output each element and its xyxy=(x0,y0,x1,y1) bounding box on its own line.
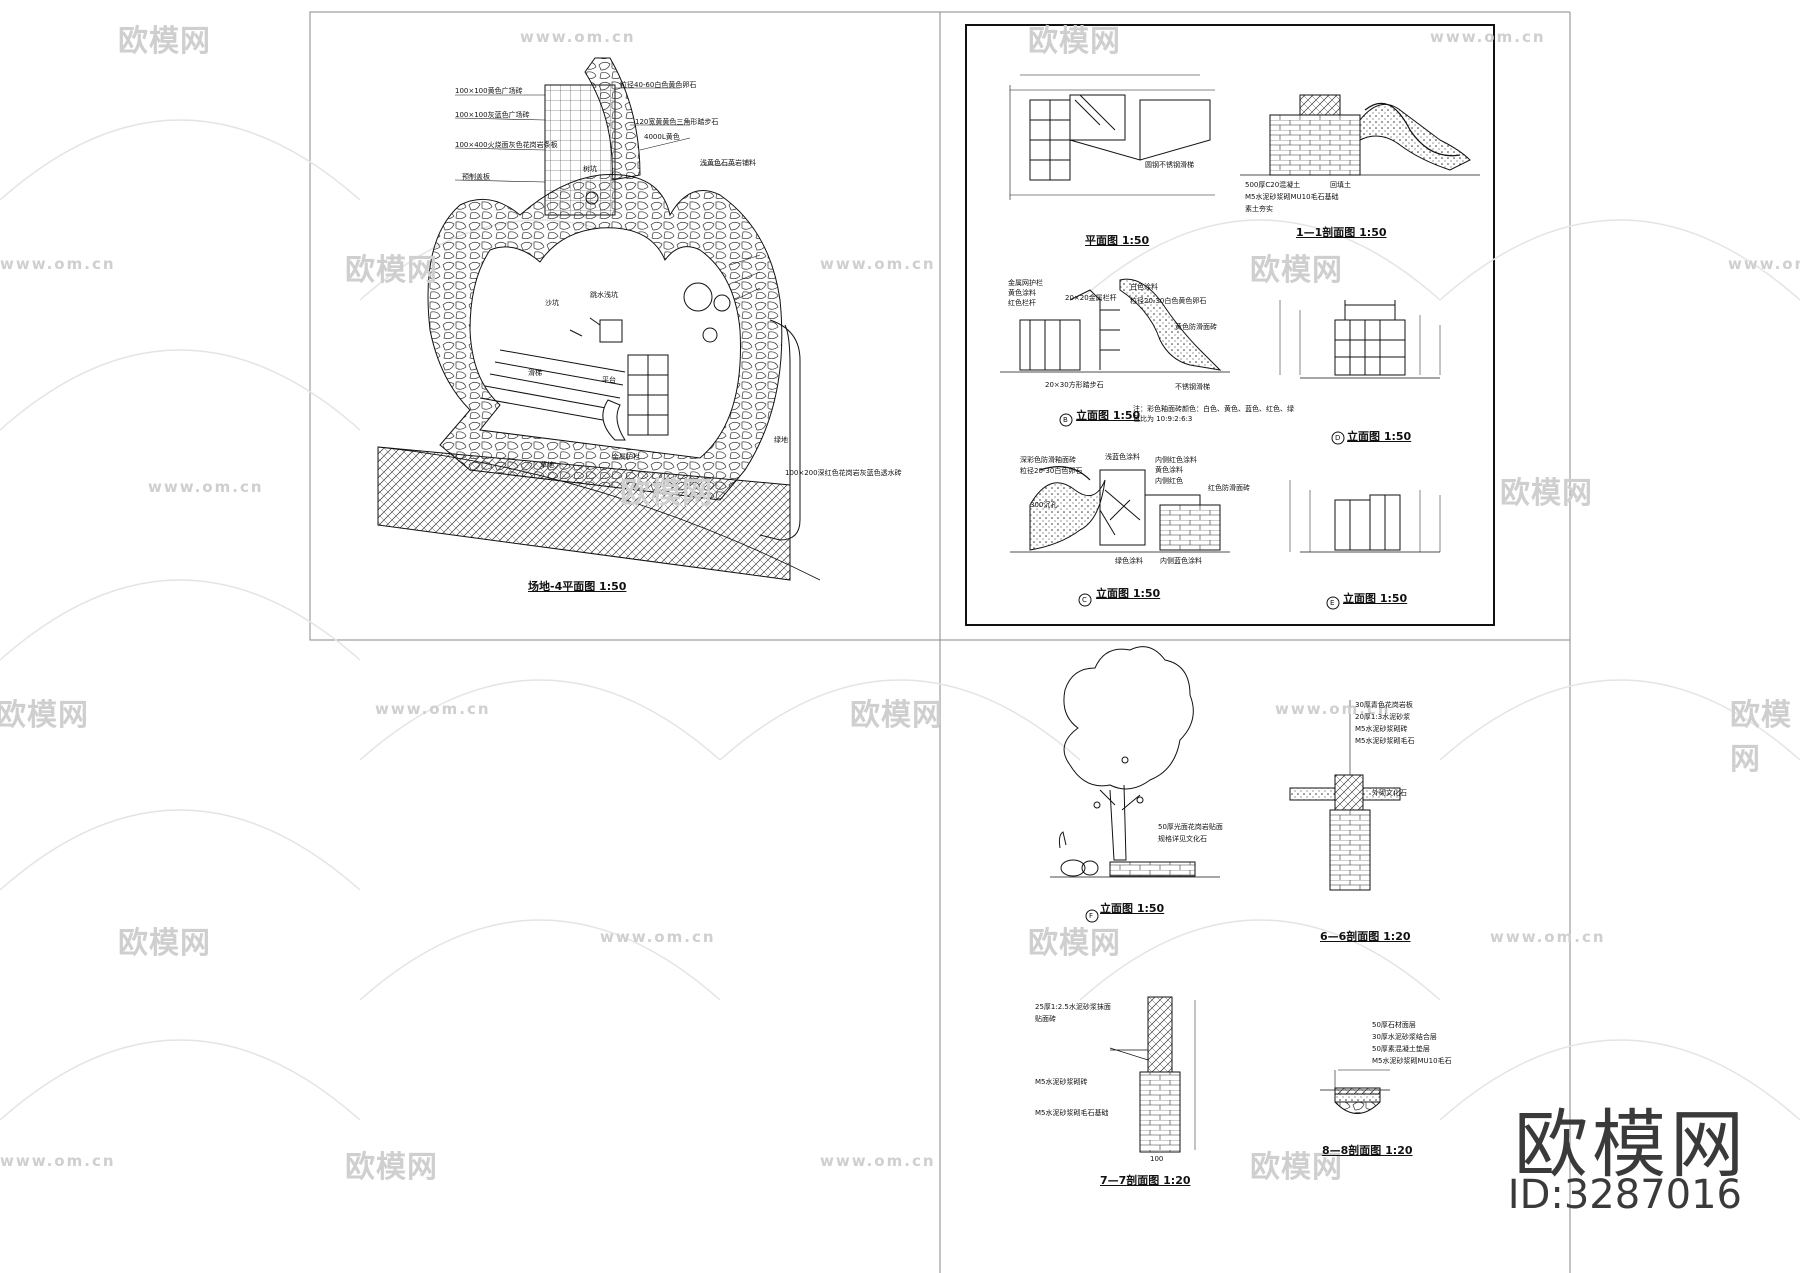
watermark-arcs xyxy=(0,119,1800,1121)
drawing-caption: 6—6剖面图 1:20 xyxy=(1320,930,1411,943)
drawing-caption: 场地-4平面图 1:50 xyxy=(528,580,627,593)
label: 30厚水泥砂浆结合层 xyxy=(1372,1033,1437,1041)
section-8-8 xyxy=(1320,1069,1390,1114)
label: M5水泥砂浆砌砖 xyxy=(1035,1078,1088,1086)
label: 20×20金属栏杆 xyxy=(1065,294,1117,302)
label: 平台 xyxy=(602,376,616,384)
label: 树坑 xyxy=(583,165,597,173)
label: 外砌文化石 xyxy=(1372,789,1407,797)
drawing-caption: 8—8剖面图 1:20 xyxy=(1322,1144,1413,1157)
section-marker-label: D xyxy=(1335,434,1341,442)
label: 粒径20-30白色卵石 xyxy=(1020,467,1083,475)
label: 贴面砖 xyxy=(1035,1015,1056,1023)
label: M5水泥砂浆砌MU10毛石 xyxy=(1372,1057,1452,1065)
label: 50厚光面花岗岩贴面 xyxy=(1158,823,1223,831)
label: 绿地 xyxy=(774,436,788,444)
section-marker-label: C xyxy=(1082,596,1087,604)
label: 500厚C20混凝土 xyxy=(1245,181,1301,189)
elevation-C xyxy=(1010,466,1230,553)
drawing-caption: 立面图 1:50 xyxy=(1100,902,1165,915)
label: 粒径40-60白色黄色卵石 xyxy=(620,81,697,89)
label: 浅黄色石英岩铺料 xyxy=(700,159,756,167)
label: 浅蓝色涂料 xyxy=(1105,453,1140,461)
label: 白色涂料 xyxy=(1130,283,1158,291)
label: 绿色涂料 xyxy=(1115,557,1143,565)
drawing-caption: 立面图 1:50 xyxy=(1343,592,1408,605)
drawing-caption: 立面图 1:50 xyxy=(1096,587,1161,600)
section-marker-label: F xyxy=(1089,912,1094,920)
label: 深彩色防滑釉面砖 xyxy=(1020,456,1076,464)
section-1-1 xyxy=(1240,94,1480,176)
label: 黄色涂料 xyxy=(1155,466,1183,474)
drawing-caption: 立面图 1:50 xyxy=(1076,409,1141,422)
label: 金属护栏 xyxy=(612,453,640,461)
elevation-D xyxy=(1279,300,1441,379)
label: 100×400火烧面灰色花岗岩条板 xyxy=(455,141,558,149)
label: 100×100黄色广场砖 xyxy=(455,87,523,95)
label: 圆钢不锈钢滑梯 xyxy=(1145,161,1194,169)
label: 沙坑 xyxy=(545,299,559,307)
label: 30厚青色花岗岩板 xyxy=(1355,701,1413,709)
label: 不锈钢滑梯 xyxy=(1175,383,1210,391)
label: 300沉孔 xyxy=(1030,501,1058,509)
drawing-caption: 1—1剖面图 1:50 xyxy=(1296,226,1387,239)
label: M5水泥砂浆砌毛石基础 xyxy=(1035,1109,1109,1117)
plan-1-50 xyxy=(1009,74,1215,200)
label: 20厚1:3水泥砂浆 xyxy=(1355,713,1411,721)
elevation-B xyxy=(1000,278,1230,373)
label: M5水泥砂浆砌MU10毛石基础 xyxy=(1245,193,1339,201)
section-markers xyxy=(1059,413,1345,923)
label: 黄色涂料 xyxy=(1008,289,1036,297)
label: 粒径20-30白色黄色卵石 xyxy=(1130,297,1207,305)
label: 内侧蓝色涂料 xyxy=(1160,557,1202,565)
drawing-caption: 立面图 1:50 xyxy=(1347,430,1412,443)
sheet-frames xyxy=(309,11,1571,1273)
label: 素土夯实 xyxy=(1245,205,1273,213)
label: 跳水浅坑 xyxy=(590,291,618,299)
label: 100×100灰蓝色广场砖 xyxy=(455,111,530,119)
label: 回填土 xyxy=(1330,181,1351,189)
section-6-6 xyxy=(1289,700,1401,891)
label: 50厚石材面层 xyxy=(1372,1021,1416,1029)
label: 内侧红色涂料 xyxy=(1155,456,1197,464)
dimension-text: 100 xyxy=(1150,1155,1164,1163)
label: 规格详见文化石 xyxy=(1158,835,1207,843)
label: 内侧红色 xyxy=(1155,477,1183,485)
label: 4000L黄色 xyxy=(644,133,680,141)
label: M5水泥砂浆砌砖 xyxy=(1355,725,1408,733)
label: 50厚素混凝土垫层 xyxy=(1372,1045,1430,1053)
section-marker-label: E xyxy=(1330,599,1335,607)
label: 滑梯 xyxy=(528,369,542,377)
brand-logo-text: 欧模网 xyxy=(1514,1102,1748,1188)
drawing-caption: 7—7剖面图 1:20 xyxy=(1100,1174,1191,1187)
site-plan xyxy=(377,57,821,581)
resource-id: ID:3287016 xyxy=(1507,1172,1742,1218)
label: 红色防滑面砖 xyxy=(1208,484,1250,492)
label: 20×30方形踏步石 xyxy=(1045,381,1104,389)
label: 120宽黄黄色三角形踏步石 xyxy=(635,118,719,126)
label: 草地 xyxy=(540,461,554,469)
label: 黄色防滑面砖 xyxy=(1175,323,1217,331)
label: 100×200深红色花岗岩灰蓝色透水砖 xyxy=(785,469,902,477)
label: 预制盖板 xyxy=(462,173,490,181)
sheet2-border xyxy=(965,24,1495,626)
section-marker-label: B xyxy=(1063,416,1068,424)
section-7-7 xyxy=(1109,996,1196,1153)
label: 红色栏杆 xyxy=(1008,299,1036,307)
elevation-F-tree xyxy=(1050,646,1220,878)
label: 25厚1:2.5水泥砂浆抹面 xyxy=(1035,1003,1111,1011)
drawing-caption: 平面图 1:50 xyxy=(1085,234,1150,247)
label: M5水泥砂浆砌毛石 xyxy=(1355,737,1415,745)
label: 金属网护栏 xyxy=(1008,279,1043,287)
elevation-E xyxy=(1289,480,1441,553)
note-text: 注：彩色釉面砖颜色：白色、黄色、蓝色、红色、绿色比为 10:9:2:6:3 xyxy=(1133,405,1294,423)
